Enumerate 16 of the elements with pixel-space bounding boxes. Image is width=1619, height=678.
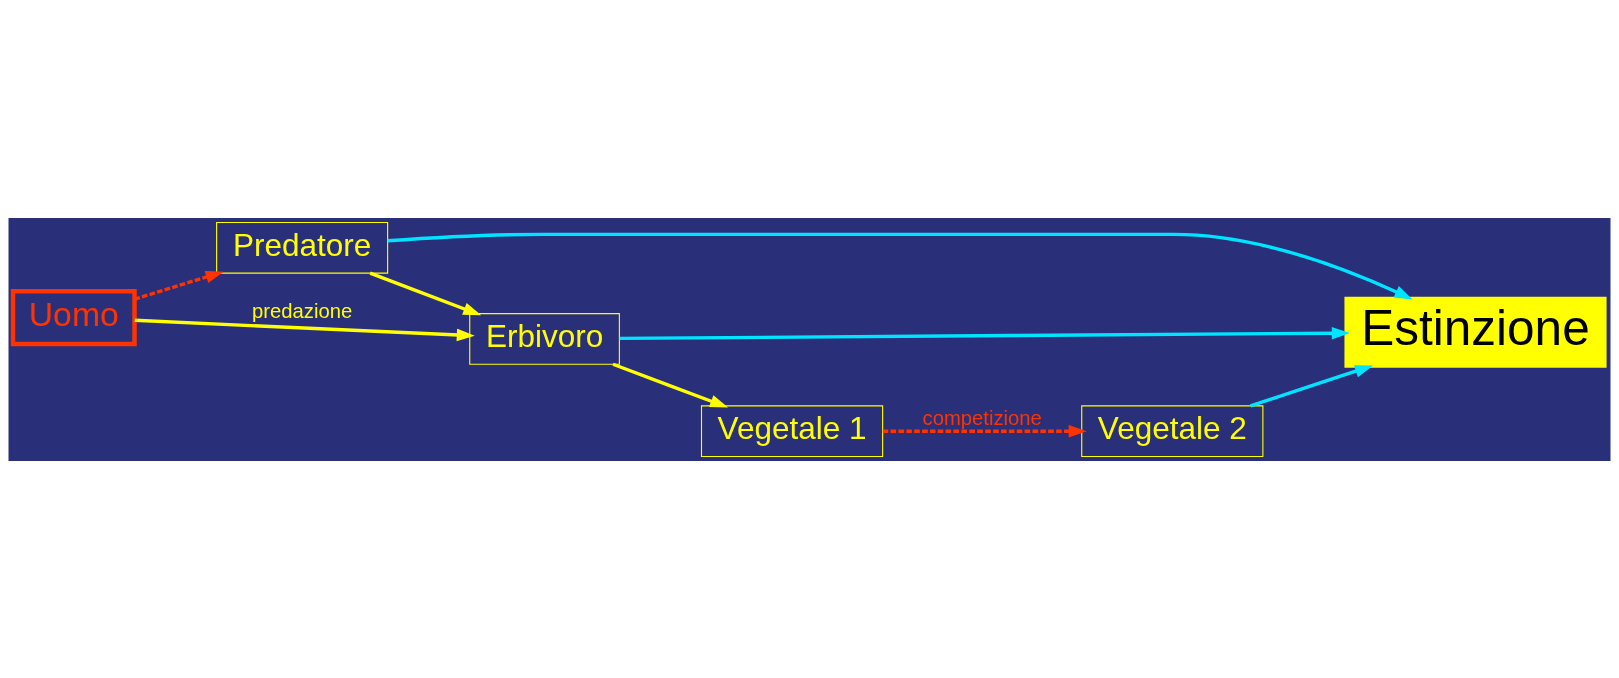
arrow xyxy=(882,424,1087,437)
arrow xyxy=(387,232,1413,299)
node-box: Uomo xyxy=(10,288,137,346)
arrow xyxy=(134,318,475,341)
arrow xyxy=(1250,364,1374,407)
node-box: Erbivoro xyxy=(469,312,620,365)
arrow xyxy=(369,271,482,315)
edge-label: predazione xyxy=(252,299,353,322)
node-box: Predatore xyxy=(216,221,389,274)
arrow xyxy=(612,362,729,408)
node-box: Vegetale 1 xyxy=(700,404,884,457)
node-box: Estinzione xyxy=(1344,296,1607,368)
arrow xyxy=(619,326,1350,340)
arrow xyxy=(134,270,224,301)
edge-label: competizione xyxy=(922,406,1042,429)
node-box: Vegetale 2 xyxy=(1081,404,1264,457)
